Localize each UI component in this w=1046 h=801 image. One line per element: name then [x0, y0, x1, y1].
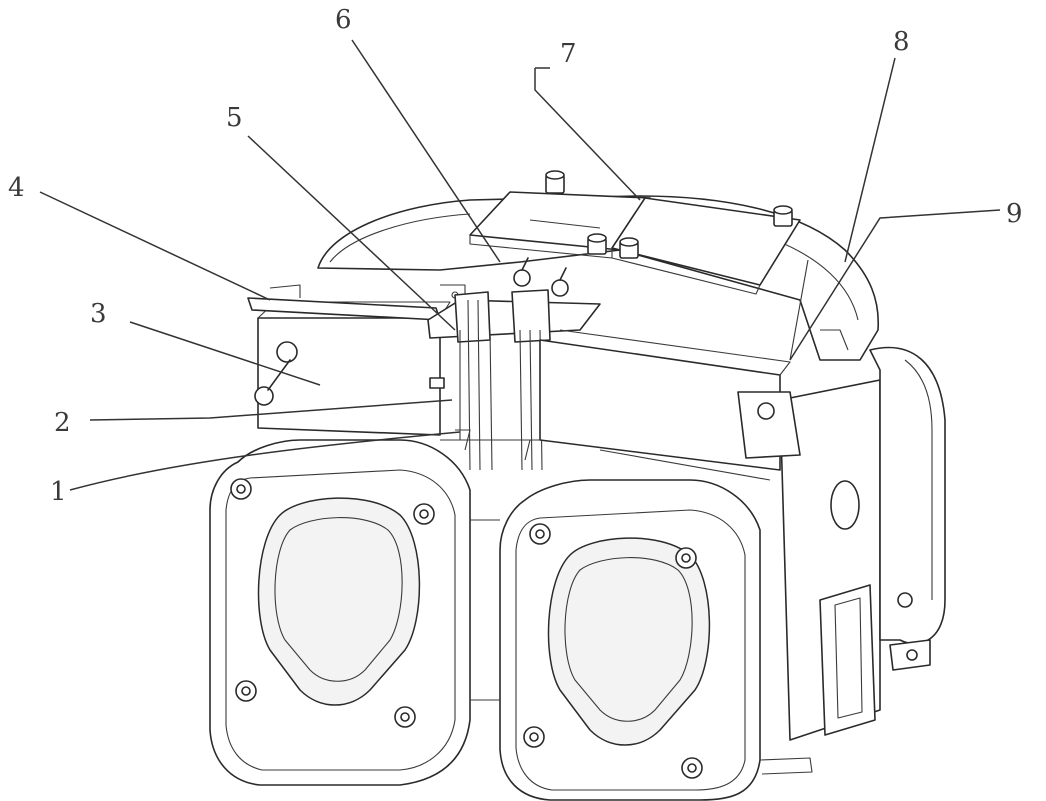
callout-labels: 1 2 3 4 5 6 7 8 9: [8, 5, 1023, 507]
callout-4: 4: [8, 173, 25, 203]
callout-7: 7: [560, 39, 577, 69]
left-pump-head: [209, 439, 471, 786]
right-pump-head: [499, 479, 761, 801]
cover-bolts: [545, 170, 793, 259]
callout-9: 9: [1006, 199, 1023, 229]
callout-8: 8: [893, 27, 910, 57]
middle-base: [470, 519, 813, 775]
callout-3: 3: [90, 299, 107, 329]
callout-2: 2: [54, 408, 71, 438]
right-bar: [539, 259, 809, 481]
callout-1: 1: [50, 477, 67, 507]
callout-6: 6: [335, 5, 352, 35]
right-side-body: [779, 346, 946, 741]
callout-5: 5: [226, 103, 243, 133]
left-block: [254, 301, 451, 436]
contact-assembly: [427, 257, 610, 471]
leader-lines: [39, 39, 1001, 491]
